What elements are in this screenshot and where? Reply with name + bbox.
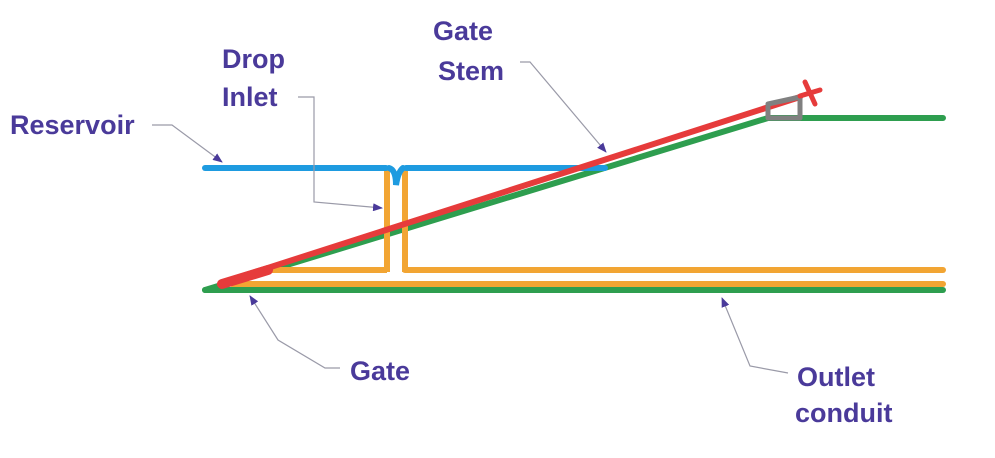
embankment-slope: [202, 115, 946, 293]
reservoir-inflow: [386, 165, 406, 186]
gate-stem: [221, 94, 803, 285]
label-outlet-line2: conduit: [795, 398, 892, 428]
gate-leader: [249, 295, 340, 369]
label-gate-stem-line1: Gate: [433, 16, 493, 46]
label-drop-inlet-line1: Drop: [222, 44, 285, 74]
gate-handwheel-icon: [797, 79, 823, 107]
label-outlet-line1: Outlet: [797, 362, 875, 392]
label-gate-stem-line2: Stem: [438, 56, 504, 86]
gate: [217, 265, 273, 289]
reservoir-leader: [152, 124, 223, 163]
label-gate: Gate: [350, 356, 410, 386]
drop-inlet-leader: [298, 96, 383, 212]
label-reservoir: Reservoir: [10, 110, 135, 140]
outlet-leader: [721, 297, 789, 374]
label-drop-inlet-line2: Inlet: [222, 82, 278, 112]
gate-stem-leader: [520, 61, 607, 153]
